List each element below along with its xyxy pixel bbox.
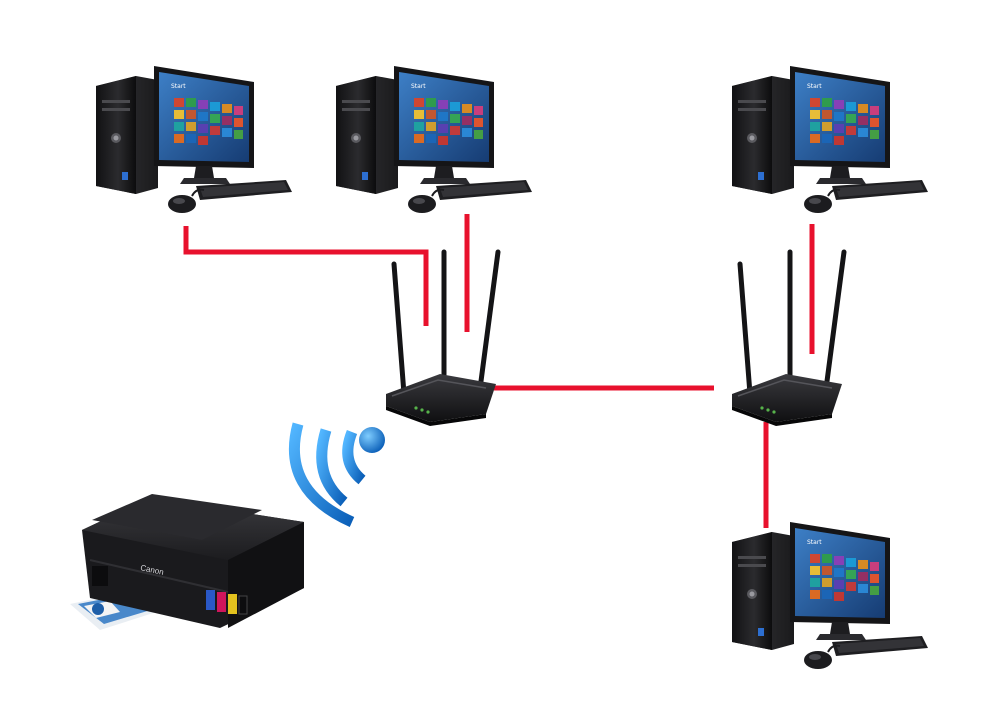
link-pc1-router1 (183, 226, 429, 326)
router-router2 (732, 252, 844, 426)
wired-links (183, 214, 815, 528)
computer-pc1 (95, 65, 293, 214)
screen-label-pc3: Start (807, 83, 822, 90)
printer: Canon (70, 494, 304, 630)
computer-pc3 (731, 65, 929, 214)
computer-pc4 (731, 521, 929, 670)
wifi-signal-icon (289, 422, 385, 528)
screen-label-pc4: Start (807, 539, 822, 546)
computer-pc2 (335, 65, 533, 214)
screen-label-pc1: Start (171, 83, 186, 90)
screen-label-pc2: Start (411, 83, 426, 90)
router-router1 (386, 252, 498, 426)
